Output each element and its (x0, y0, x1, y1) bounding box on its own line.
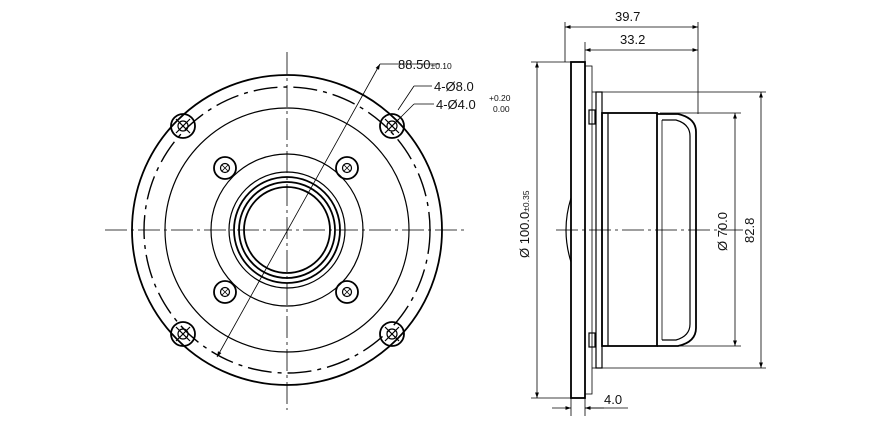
dome-diameter-text: Ø 70.0 (715, 212, 730, 251)
flange-diameter-text: Ø 100.0±0.35 (517, 190, 532, 258)
flange-thickness-text: 4.0 (604, 392, 622, 407)
hole-small-tol-lower: 0.00 (493, 104, 510, 114)
mount-hole-tl (170, 113, 196, 139)
body-depth-text: 33.2 (620, 32, 645, 47)
hole-small-tol-upper: +0.20 (489, 93, 511, 103)
screw-bl (213, 280, 237, 304)
mount-hole-br (379, 321, 405, 347)
side-view: 39.7 33.2 Ø 100.0±0.35 Ø 70.0 82.8 4.0 (517, 9, 766, 416)
rear-cap (657, 113, 697, 347)
hole-small-leader (395, 103, 415, 123)
mount-hole-bl (170, 321, 196, 347)
rear-body (601, 112, 658, 347)
mount-hole-tr (379, 113, 405, 139)
front-dome-bulge (565, 197, 572, 263)
hole-large-leader (397, 85, 415, 111)
bolt-circle-dim-line (216, 63, 381, 358)
flange-inner (584, 65, 593, 395)
screw-tl (213, 156, 237, 180)
front-view: 88.50±0.10 4-Ø8.0 4-Ø4.0 +0.20 0.00 (105, 52, 511, 410)
bolt-circle-dim-text: 88.50±0.10 (398, 57, 452, 72)
body-height-text: 82.8 (742, 218, 757, 243)
screw-tr (335, 156, 359, 180)
overall-depth-text: 39.7 (615, 9, 640, 24)
hole-small-label: 4-Ø4.0 (436, 97, 476, 112)
hole-large-label: 4-Ø8.0 (434, 79, 474, 94)
screw-br (335, 280, 359, 304)
